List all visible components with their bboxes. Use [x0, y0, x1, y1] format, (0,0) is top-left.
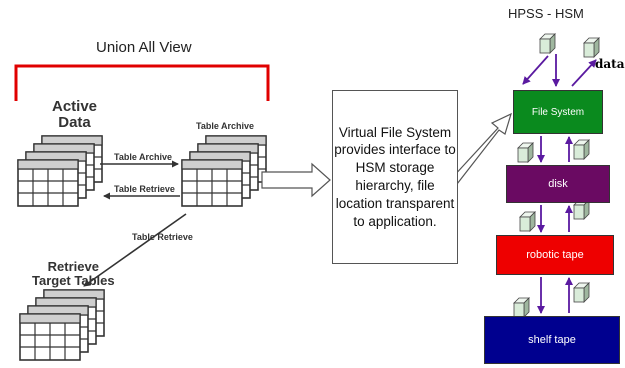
active-data-label: Active Data [52, 98, 98, 131]
retrieve-target-label: Retrieve Target Tables [32, 259, 115, 288]
hollow-arrow-to-vfs [261, 162, 331, 198]
hollow-arrow-to-hsm [451, 112, 512, 185]
shelf-tape-tier: shelf tape [484, 316, 620, 364]
union-all-view-title: Union All View [96, 39, 192, 56]
active-data-tables [17, 135, 103, 207]
robotic-tape-tier: robotic tape [496, 235, 614, 275]
file-system-tier: File System [513, 90, 603, 134]
archive-tables [181, 135, 267, 207]
hsm-flow-arrows [522, 54, 597, 314]
data-label: data [595, 57, 625, 71]
table-archive-arrow-label: Table Archive [114, 152, 173, 162]
table-archive-label: Table Archive [196, 121, 255, 131]
vfs-description: Virtual File System provides interface t… [334, 124, 456, 229]
retrieve-target-tables [19, 289, 105, 361]
virtual-file-system-box: Virtual File System provides interface t… [332, 90, 458, 264]
union-bracket [14, 64, 270, 101]
disk-tier: disk [506, 165, 610, 203]
table-retrieve-arrow-label: Table Retrieve [114, 184, 175, 194]
hpss-hsm-title: HPSS - HSM [508, 6, 584, 21]
table-retrieve-target-arrow [83, 213, 187, 287]
table-retrieve-target-arrow-label: Table Retrieve [132, 232, 193, 242]
